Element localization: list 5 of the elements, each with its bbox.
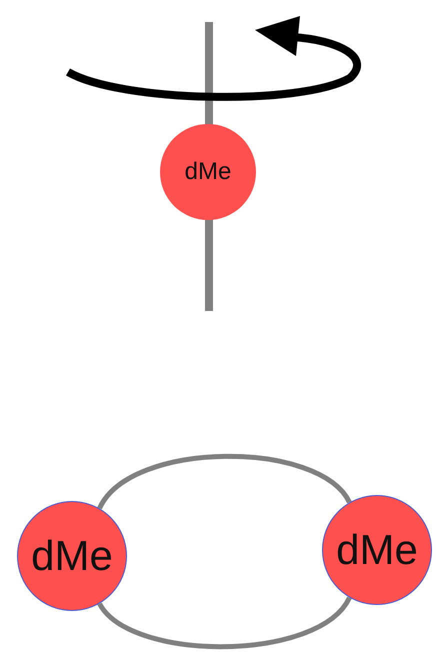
node-label: dMe: [336, 529, 418, 571]
node-label: dMe: [31, 535, 113, 577]
connector-line: [98, 596, 352, 650]
node-label: dMe: [184, 160, 232, 184]
connector-line: [97, 454, 352, 510]
